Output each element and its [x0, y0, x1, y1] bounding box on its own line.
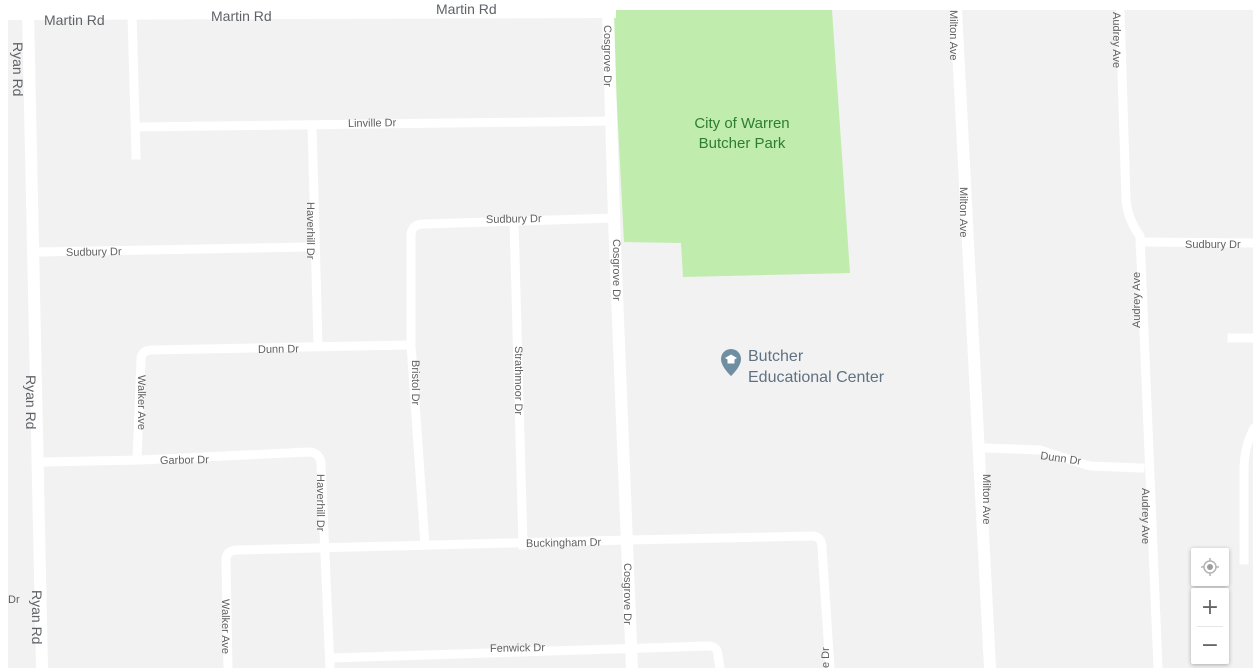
road-dunn-west	[132, 340, 416, 465]
street-label: Sudbury Dr	[486, 213, 542, 226]
zoom-controls: + −	[1191, 588, 1229, 664]
park-label-line1[interactable]: City of Warren	[694, 115, 789, 132]
street-label: Linville Dr	[348, 117, 397, 130]
road-ryan-rd	[21, 5, 49, 668]
street-label: Garbor Dr	[160, 454, 209, 467]
road-stub	[127, 9, 141, 160]
road-garbor-dr	[37, 447, 335, 668]
street-label: Fenwick Dr	[490, 642, 546, 655]
park-area[interactable]	[612, 10, 850, 277]
road-sudbury-east	[1135, 237, 1253, 248]
road-milton-ave	[949, 3, 997, 668]
street-label: Dunn Dr	[1040, 450, 1083, 468]
poi-label-line1[interactable]: Butcher	[748, 348, 804, 365]
street-label: Milton Ave	[947, 10, 959, 61]
my-location-icon	[1201, 558, 1219, 576]
street-label: Buckingham Dr	[526, 537, 602, 550]
road-strathmoor-dr	[509, 217, 528, 550]
road-martin-rd	[1, 5, 617, 21]
road-sudbury-mid	[406, 213, 619, 350]
road-bristol-dr	[406, 340, 430, 550]
road-dunn-east	[980, 443, 1145, 473]
street-label: Ryan Rd	[29, 590, 45, 644]
street-label: Cosgrove Dr	[601, 25, 613, 87]
road-east-curve	[1239, 423, 1253, 565]
road-buckingham-dr	[221, 531, 835, 668]
education-pin-icon[interactable]	[721, 349, 741, 376]
road-sudbury-west	[30, 242, 317, 257]
street-label: Martin Rd	[436, 1, 497, 17]
street-label: Martin Rd	[44, 12, 105, 28]
street-label: Cosgrove Dr	[621, 563, 633, 625]
zoom-out-button[interactable]: −	[1200, 633, 1220, 658]
road-network	[1, 3, 1253, 668]
street-label: Martin Rd	[211, 8, 272, 24]
street-label: Audrey Ave	[1139, 488, 1151, 544]
street-label: Walker Ave	[219, 599, 231, 654]
street-label: Sudbury Dr	[66, 246, 122, 259]
road-linville-dr	[133, 116, 617, 132]
street-label: Strathmoor Dr	[512, 346, 524, 415]
street-label: Haverhill Dr	[304, 202, 316, 260]
street-label: Dunn Dr	[258, 343, 300, 356]
street-label: Milton Ave	[957, 187, 969, 238]
street-label: Cosgrove Dr	[610, 239, 622, 301]
street-label: Audrey Ave	[1131, 272, 1143, 328]
zoom-divider	[1197, 626, 1223, 627]
street-label: Ryan Rd	[23, 375, 39, 429]
street-label: Sudbury Dr	[1185, 239, 1241, 251]
street-label: e Dr	[820, 647, 832, 668]
road-haverhill-upper	[307, 120, 323, 350]
poi-label-line2[interactable]: Educational Center	[748, 369, 885, 386]
street-label: Haverhill Dr	[314, 474, 326, 532]
my-location-button[interactable]	[1191, 548, 1229, 586]
road-fenwick-dr	[327, 641, 725, 668]
street-label: Dr	[8, 594, 20, 606]
park-label-line2[interactable]: Butcher Park	[699, 135, 786, 152]
zoom-in-button[interactable]: +	[1200, 594, 1220, 620]
street-label: Walker Ave	[135, 375, 147, 430]
road-audrey-ave	[1115, 5, 1163, 668]
street-label: Bristol Dr	[409, 360, 421, 406]
street-label: Milton Ave	[980, 474, 992, 525]
street-label: Audrey Ave	[1110, 12, 1122, 68]
street-label: Ryan Rd	[10, 42, 26, 96]
